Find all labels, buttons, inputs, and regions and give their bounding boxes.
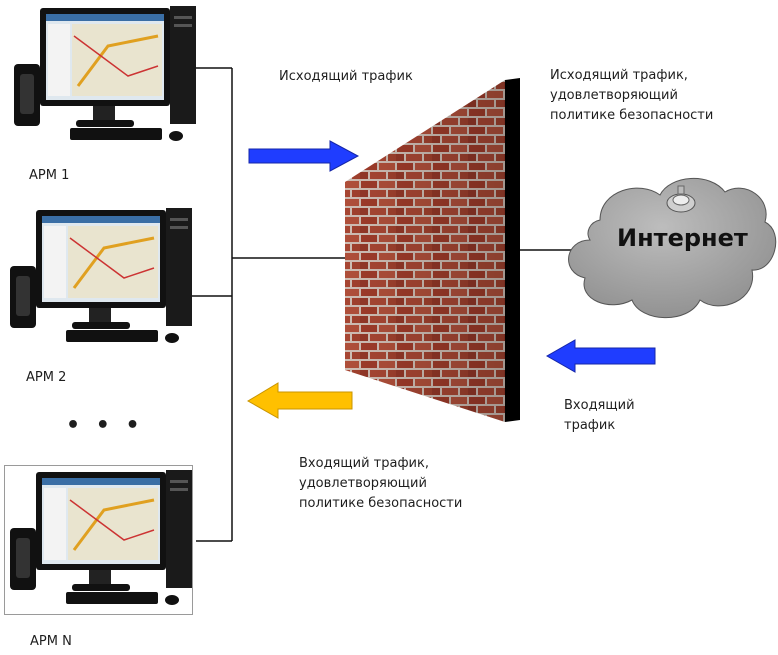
incoming-arrow <box>545 339 656 373</box>
incoming-allowed-line-2: удовлетворяющий <box>299 476 427 491</box>
incoming-traffic-line-1: Входящий <box>564 398 635 413</box>
ellipsis: • • • <box>66 413 144 438</box>
outgoing-allowed-line-3: политике безопасности <box>550 108 714 123</box>
incoming-traffic-line-2: трафик <box>564 418 616 433</box>
computer-icon <box>14 6 196 141</box>
computer-icon <box>10 208 192 343</box>
outgoing-allowed-line-2: удовлетворяющий <box>550 88 678 103</box>
cloud-antenna-icon <box>666 185 696 213</box>
cloud-label: Интернет <box>617 224 748 252</box>
workstation-1-label: АРМ 1 <box>29 168 70 183</box>
firewall-wall <box>345 78 520 422</box>
internet-cloud: Интернет <box>568 178 777 319</box>
computer-icon <box>10 470 192 605</box>
outgoing-arrow <box>248 140 360 172</box>
outgoing-allowed-line-1: Исходящий трафик, <box>550 68 688 83</box>
outgoing-traffic-label: Исходящий трафик <box>279 69 413 84</box>
incoming-allowed-line-1: Входящий трафик, <box>299 456 429 471</box>
workstation-n-frame <box>4 465 193 615</box>
workstation-2-label: АРМ 2 <box>26 370 67 385</box>
allowed-incoming-arrow <box>247 382 353 419</box>
workstation-n-label: АРМ N <box>30 634 72 649</box>
incoming-allowed-line-3: политике безопасности <box>299 496 463 511</box>
